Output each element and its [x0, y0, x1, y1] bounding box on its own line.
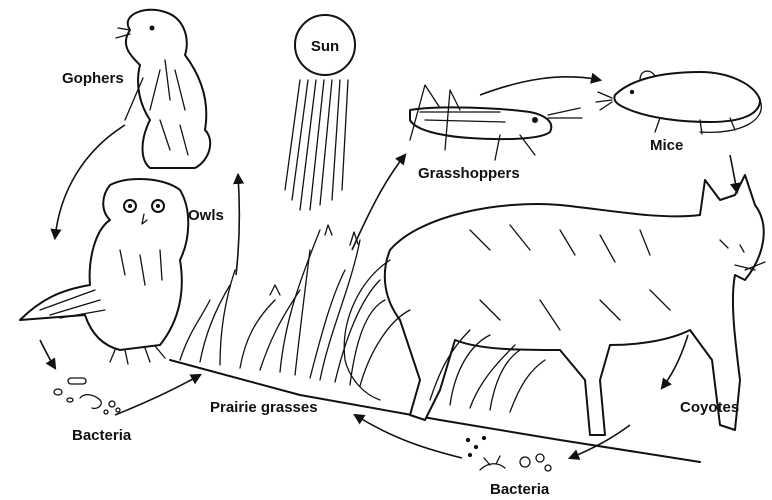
arrow-grass-to-grasshopper — [352, 155, 405, 250]
owl-illustration — [20, 179, 188, 364]
arrow-bacteria-to-grasses — [115, 375, 200, 415]
coyote-illustration — [344, 175, 765, 435]
arrow-owl-to-bacteria — [40, 340, 55, 368]
label-prairie-grasses: Prairie grasses — [210, 399, 318, 416]
label-gophers: Gophers — [62, 70, 124, 87]
grasshopper-illustration — [410, 85, 582, 160]
label-owls: Owls — [188, 207, 224, 224]
mouse-illustration — [596, 71, 761, 134]
label-bacteria-right: Bacteria — [490, 481, 550, 498]
arrow-mice-to-coyote — [730, 155, 737, 192]
bacteria-right-illustration — [467, 437, 552, 472]
arrow-grasshopper-to-mice — [480, 77, 600, 95]
label-bacteria-left: Bacteria — [72, 427, 132, 444]
gopher-illustration — [116, 10, 210, 168]
bacteria-left-illustration — [54, 378, 120, 414]
label-mice: Mice — [650, 137, 683, 154]
arrow-coyote-to-bacteria — [662, 335, 688, 388]
arrow-grass-to-gopher — [236, 175, 239, 275]
label-coyotes: Coyotes — [680, 399, 739, 416]
label-grasshoppers: Grasshoppers — [418, 165, 520, 182]
label-sun: Sun — [311, 38, 339, 55]
